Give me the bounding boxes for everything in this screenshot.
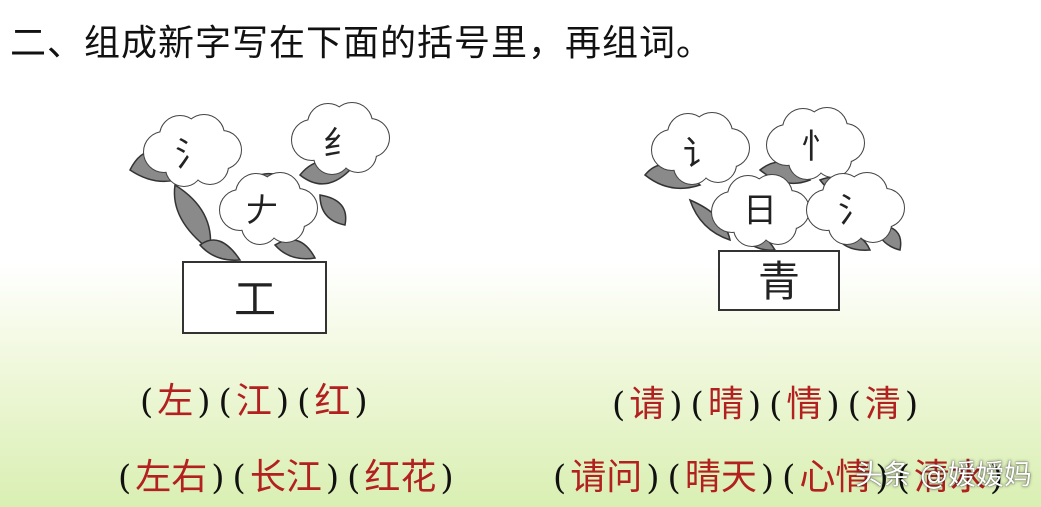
left-chars-row: (左)(江)(红) <box>140 381 368 422</box>
answer-char: 晴 <box>707 384 744 425</box>
answer-word: 长江 <box>249 457 322 498</box>
answer-word: 晴天 <box>684 457 757 498</box>
left-base-box <box>182 261 327 334</box>
right-base-box <box>718 250 840 311</box>
answer-word: 红花 <box>364 457 437 498</box>
answer-char: 请 <box>629 384 666 425</box>
left-base-char: 工 <box>234 275 276 324</box>
right-words-row: (请问)(晴天)(心情)(清水) <box>553 457 1004 498</box>
watermark: 头条 @嫒嫒妈 <box>855 458 1032 491</box>
right-radical-3: 日 <box>743 191 777 231</box>
answer-word: 清水 <box>913 457 986 498</box>
right-radical-2: 忄 <box>801 127 835 167</box>
right-radical-1: 讠 <box>683 134 717 174</box>
left-radical-3: 𠂇 <box>245 191 279 231</box>
right-base-char: 青 <box>758 257 800 306</box>
left-words-row: (左右)(长江)(红花) <box>118 457 454 498</box>
left-radical-1: 氵 <box>175 135 209 175</box>
right-radical-4: 氵 <box>838 191 872 231</box>
answer-word: 心情 <box>799 457 872 498</box>
answer-char: 红 <box>314 381 351 422</box>
answer-char: 清 <box>864 384 901 425</box>
left-radical-2: 纟 <box>323 124 357 164</box>
answer-word: 左右 <box>135 457 208 498</box>
answer-char: 左 <box>157 381 194 422</box>
right-chars-row: (请)(晴)(情)(清) <box>612 384 919 425</box>
answer-char: 情 <box>786 384 823 425</box>
exercise-title: 二、组成新字写在下面的括号里，再组词。 <box>10 23 714 64</box>
answer-char: 江 <box>235 381 272 422</box>
answer-word: 请问 <box>570 457 643 498</box>
